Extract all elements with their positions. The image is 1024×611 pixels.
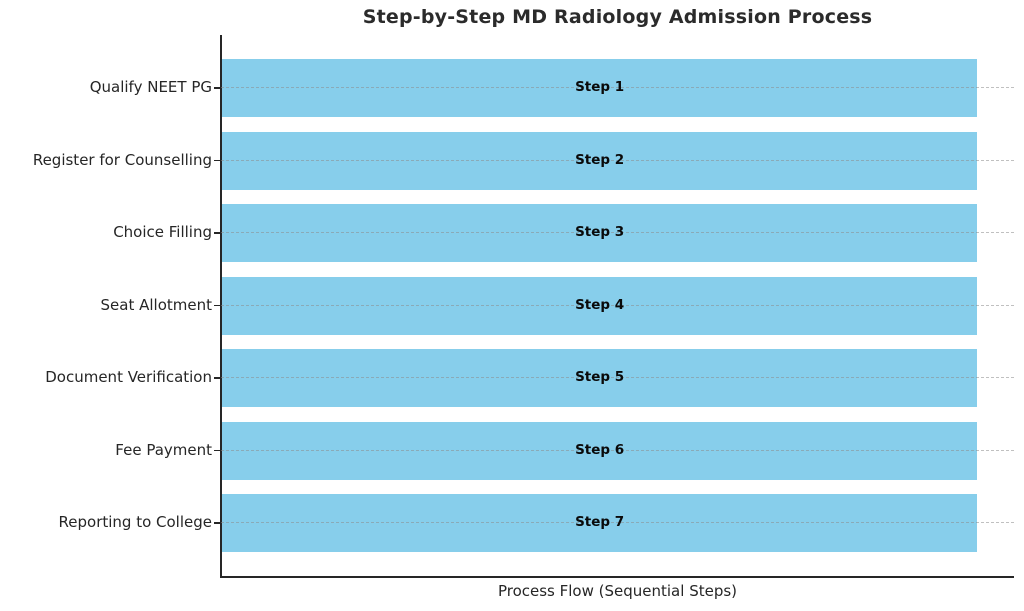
y-tick-3 — [214, 232, 220, 234]
chart-title: Step-by-Step MD Radiology Admission Proc… — [362, 6, 873, 28]
bar-label-1: Step 1 — [575, 79, 625, 95]
y-tick-label-1: Qualify NEET PG — [89, 78, 212, 96]
bar-label-6: Step 6 — [575, 441, 625, 458]
bar-label-3: Step 3 — [575, 224, 625, 240]
y-tick-1 — [214, 87, 220, 89]
y-tick-label-3: Choice Filling — [113, 223, 212, 241]
plot-area: Step 1 Step 2 Step 3 Step 4 Step 5 Step 6 Step… — [221, 35, 1014, 576]
bar-label-2: Step 2 — [575, 151, 625, 168]
y-tick-label-4: Seat Allotment — [100, 295, 212, 314]
gridline-3 — [221, 232, 1014, 234]
x-axis-label: Process Flow (Sequential Steps) — [497, 582, 738, 600]
bar-label-7: Step 7 — [575, 514, 625, 530]
y-tick-5 — [214, 377, 220, 379]
gridline-5 — [221, 377, 1014, 379]
y-tick-label-2: Register for Counselling — [32, 150, 212, 169]
gridline-7 — [221, 522, 1014, 524]
gridline-1 — [221, 87, 1014, 89]
gridline-6 — [221, 449, 1014, 451]
y-tick-label-7: Reporting to College — [58, 513, 212, 531]
y-tick-label-5: Document Verification — [45, 368, 212, 386]
y-tick-2 — [214, 159, 220, 162]
y-tick-7 — [214, 522, 220, 524]
y-axis-spine — [220, 35, 222, 578]
y-tick-4 — [214, 304, 220, 307]
gridline-2 — [221, 159, 1014, 161]
gridline-4 — [221, 304, 1014, 306]
bar-label-4: Step 4 — [575, 296, 625, 313]
y-tick-label-6: Fee Payment — [115, 440, 212, 459]
y-tick-6 — [214, 449, 220, 452]
x-axis-spine — [220, 576, 1014, 578]
bar-label-5: Step 5 — [575, 369, 625, 385]
